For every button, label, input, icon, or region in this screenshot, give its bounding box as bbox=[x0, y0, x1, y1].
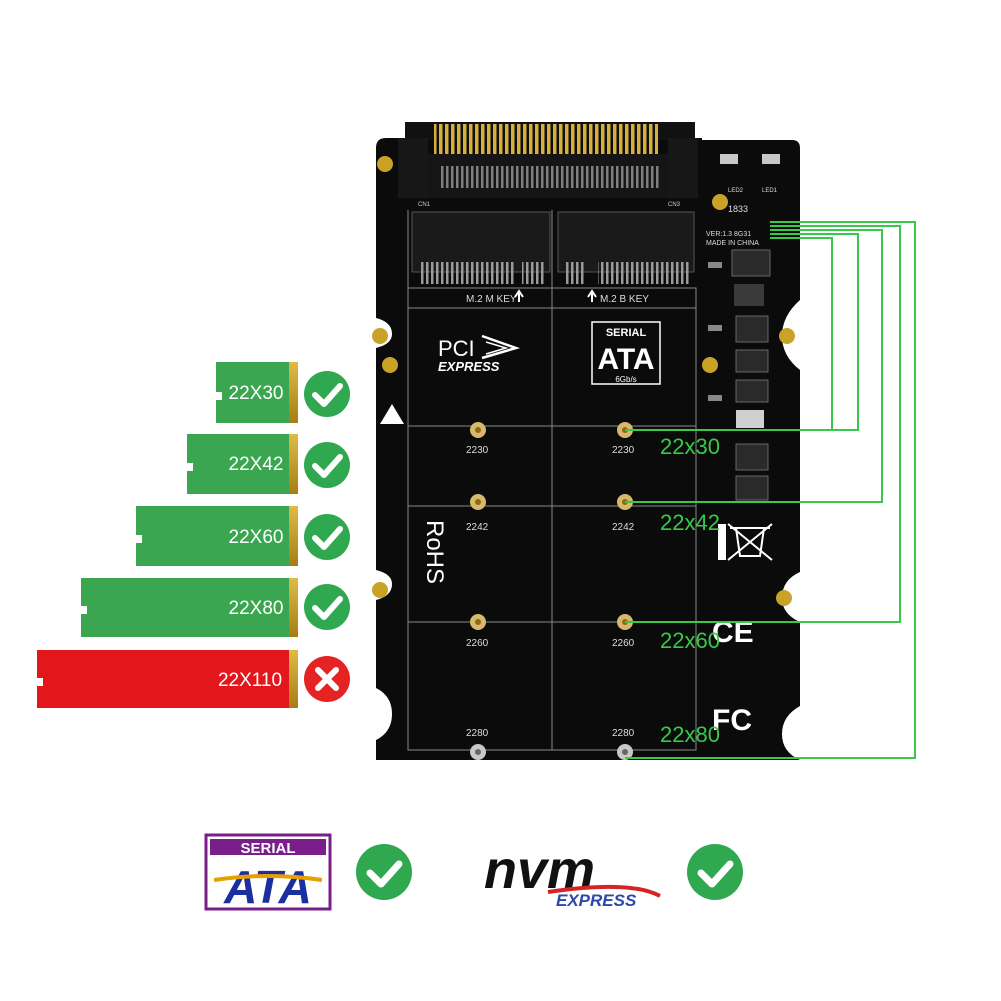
ssd-size-label: 22X30 bbox=[229, 383, 284, 404]
check-icon bbox=[304, 371, 350, 417]
bottom-nvm-express-logo: nvm EXPRESS bbox=[484, 840, 661, 910]
ssd-stick-22x80: 22X80 bbox=[81, 578, 298, 637]
mount-label-right: 2230 bbox=[612, 445, 635, 456]
rohs-mark: RoHS bbox=[421, 520, 448, 584]
mount-label-right: 2242 bbox=[612, 522, 635, 533]
mount-label-left: 2260 bbox=[466, 638, 489, 649]
bottom-sata-logo: SERIAL ATA bbox=[204, 833, 332, 913]
ssd-stick-22x110: 22X110 bbox=[37, 650, 298, 708]
mount-hole bbox=[377, 156, 393, 172]
check-icon bbox=[687, 844, 743, 900]
svg-text:MADE IN CHINA: MADE IN CHINA bbox=[706, 240, 759, 247]
mount-hole bbox=[382, 357, 398, 373]
pci-express-logo: PCI EXPRESS bbox=[438, 334, 521, 374]
sata-board-logo: SERIAL ATA 6Gb/s bbox=[591, 321, 661, 385]
mount-hole bbox=[372, 328, 388, 344]
ssd-stick-22x42: 22X42 bbox=[187, 434, 298, 494]
mount-hole bbox=[712, 194, 728, 210]
m2-slots bbox=[411, 211, 695, 284]
check-icon bbox=[304, 514, 350, 560]
mount-label-right: 2260 bbox=[612, 638, 635, 649]
ssd-stick-22x30: 22X30 bbox=[216, 362, 298, 423]
mount-label-right: 2280 bbox=[612, 728, 635, 739]
slot-m-key-label: M.2 M KEY bbox=[466, 294, 517, 305]
led-indicators: LED2 LED1 bbox=[720, 154, 780, 194]
annotation-22x42: 22x42 bbox=[660, 510, 720, 535]
mount-hole bbox=[776, 590, 792, 606]
ssd-size-list: 22X30 22X42 22X60 22X80 22X110 bbox=[37, 362, 298, 708]
svg-text:VER:1.3 8G31: VER:1.3 8G31 bbox=[706, 231, 751, 238]
warning-triangle-icon bbox=[380, 404, 404, 424]
cross-icon bbox=[304, 656, 350, 702]
adapter-board: LED2 LED1 CN1 CN3 M.2 M KEY M.2 B bbox=[372, 122, 800, 760]
standoff-points bbox=[470, 422, 633, 760]
ssd-stick-22x60: 22X60 bbox=[136, 506, 298, 566]
ssd-size-label: 22X42 bbox=[229, 454, 284, 475]
mount-label-left: 2230 bbox=[466, 445, 489, 456]
mount-hole bbox=[702, 357, 718, 373]
svg-text:LED1: LED1 bbox=[762, 188, 778, 194]
cn3-label: CN3 bbox=[668, 202, 681, 208]
svg-text:1833: 1833 bbox=[728, 204, 748, 214]
ssd-size-label: 22X110 bbox=[218, 670, 282, 691]
slot-b-key-label: M.2 B KEY bbox=[600, 294, 649, 305]
annotation-22x60: 22x60 bbox=[660, 628, 720, 653]
ssd-size-label: 22X80 bbox=[229, 598, 284, 619]
svg-text:6Gb/s: 6Gb/s bbox=[615, 375, 636, 384]
board-silkscreen-grid bbox=[407, 210, 697, 751]
mount-hole bbox=[372, 582, 388, 598]
annotation-22x30: 22x30 bbox=[660, 434, 720, 459]
svg-text:PCI: PCI bbox=[438, 336, 475, 361]
fc-mark: FC bbox=[712, 704, 752, 737]
svg-text:ATA: ATA bbox=[597, 343, 654, 376]
annotation-22x80: 22x80 bbox=[660, 722, 720, 747]
svg-text:EXPRESS: EXPRESS bbox=[438, 359, 500, 374]
check-icon bbox=[304, 442, 350, 488]
weee-bin-icon bbox=[727, 523, 773, 561]
check-icon bbox=[356, 844, 412, 900]
sata-edge-connector bbox=[398, 122, 698, 198]
mount-label-left: 2280 bbox=[466, 728, 489, 739]
svg-text:SERIAL: SERIAL bbox=[240, 840, 295, 857]
svg-text:EXPRESS: EXPRESS bbox=[556, 891, 637, 910]
svg-text:LED2: LED2 bbox=[728, 188, 744, 194]
cn1-label: CN1 bbox=[418, 202, 431, 208]
size-annotation-lines bbox=[625, 221, 916, 759]
svg-text:SERIAL: SERIAL bbox=[606, 327, 647, 339]
mount-hole bbox=[779, 328, 795, 344]
ssd-size-label: 22X60 bbox=[229, 527, 284, 548]
support-badges bbox=[304, 371, 350, 702]
svg-text:ATA: ATA bbox=[223, 861, 312, 913]
check-icon bbox=[304, 584, 350, 630]
mount-label-left: 2242 bbox=[466, 522, 489, 533]
